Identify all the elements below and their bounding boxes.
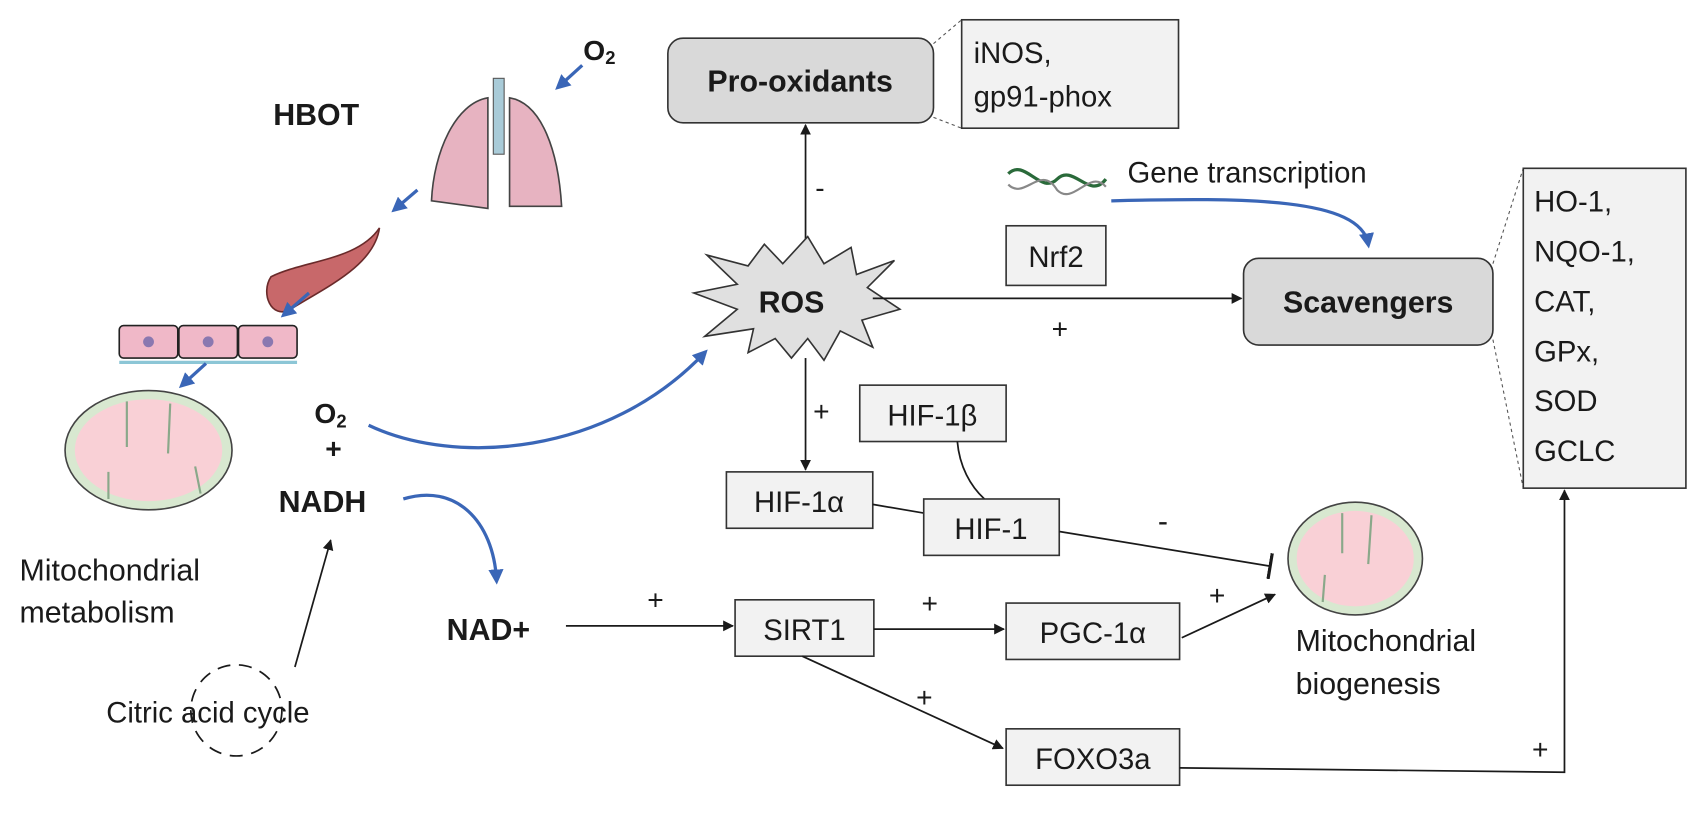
nrf2-box bbox=[1005, 224, 1107, 287]
o2-top-label: O2 bbox=[583, 34, 615, 68]
blood-vessel-icon bbox=[266, 227, 381, 313]
nadh-label: NADH bbox=[279, 486, 367, 519]
sign-plus: + bbox=[1209, 579, 1225, 611]
pro-oxidants-callout bbox=[933, 19, 963, 129]
sirt1-box bbox=[734, 599, 875, 658]
dna-icon bbox=[1007, 168, 1108, 196]
mito-metabolism-label-2: metabolism bbox=[20, 597, 175, 630]
scavengers-list-box bbox=[1522, 167, 1687, 489]
scavenger-item: GCLC bbox=[1534, 436, 1615, 468]
scavengers-callout bbox=[1492, 168, 1524, 489]
mitochondrion-left-icon bbox=[64, 389, 233, 511]
nrf2-label: Nrf2 bbox=[1028, 242, 1083, 274]
gene-transcription-arrow bbox=[1111, 197, 1374, 249]
ros-label: ROS bbox=[759, 287, 825, 320]
plus-label: + bbox=[325, 432, 341, 464]
sign-plus: + bbox=[1532, 733, 1548, 765]
pro-oxidants-box bbox=[667, 37, 935, 124]
o2-to-lungs-arrow bbox=[555, 64, 584, 90]
hif1a-label: HIF-1α bbox=[754, 487, 844, 519]
hif-complex-lines bbox=[872, 441, 986, 514]
sign-plus: + bbox=[922, 587, 938, 619]
hif1-inhibits-biogenesis bbox=[1059, 530, 1274, 580]
hif1a-box bbox=[725, 471, 874, 530]
hif1-label: HIF-1 bbox=[954, 514, 1027, 546]
biogenesis-label: Mitochondrial bbox=[1296, 625, 1476, 658]
gene-transcription-label: Gene transcription bbox=[1128, 157, 1367, 189]
scavenger-item: SOD bbox=[1534, 386, 1597, 418]
hbot-label: HBOT bbox=[273, 99, 359, 132]
hif1b-label: HIF-1β bbox=[887, 400, 977, 432]
sign-plus: + bbox=[1052, 313, 1068, 345]
sirt1-to-foxo3a-arrow bbox=[801, 655, 1004, 750]
mito-metabolism-label: Mitochondrial bbox=[20, 554, 200, 587]
scavenger-item: HO-1, bbox=[1534, 187, 1612, 219]
vessel-to-cells-arrow bbox=[280, 291, 311, 318]
scavenger-item: GPx, bbox=[1534, 336, 1599, 368]
scavenger-item: NQO-1, bbox=[1534, 237, 1635, 269]
citric-cycle-icon bbox=[189, 664, 283, 757]
citric-cycle-label: Citric acid cycle bbox=[106, 697, 309, 729]
pgc1a-label: PGC-1α bbox=[1040, 618, 1146, 650]
o2-to-ros-arrow bbox=[367, 349, 708, 450]
nad-plus-label: NAD+ bbox=[447, 614, 530, 647]
sign-plus: + bbox=[647, 584, 663, 616]
mitochondrion-right-icon bbox=[1287, 501, 1424, 616]
sign-plus: + bbox=[916, 681, 932, 713]
cycle-to-nadh-arrow bbox=[294, 539, 334, 668]
pro-oxidants-label: Pro-oxidants bbox=[707, 65, 892, 98]
cells-to-mito-arrow bbox=[178, 362, 208, 389]
pgc1a-to-biogenesis-arrow bbox=[1181, 593, 1276, 639]
scavengers-label: Scavengers bbox=[1283, 287, 1453, 320]
hif1-box bbox=[922, 498, 1061, 557]
lungs-icon bbox=[430, 77, 563, 210]
ros-starburst bbox=[690, 235, 902, 362]
sign-minus: - bbox=[1158, 506, 1168, 539]
pro-oxidants-list-box bbox=[960, 18, 1180, 130]
scavenger-item: CAT, bbox=[1534, 286, 1595, 318]
sign-plus: + bbox=[813, 395, 829, 427]
cells-icon bbox=[118, 324, 298, 365]
lungs-to-vessel-arrow bbox=[391, 188, 419, 213]
foxo3a-box bbox=[1005, 728, 1181, 787]
nadh-to-nad-arrow bbox=[402, 493, 504, 585]
sign-minus: - bbox=[815, 172, 824, 204]
scavengers-box bbox=[1242, 257, 1494, 346]
foxo3a-label: FOXO3a bbox=[1035, 744, 1151, 776]
hif1b-box bbox=[858, 384, 1007, 443]
sirt1-label: SIRT1 bbox=[763, 615, 845, 647]
o2-mid-label: O2 bbox=[314, 397, 346, 431]
foxo3a-to-scavengers-arrow bbox=[1179, 489, 1570, 774]
pgc1a-box bbox=[1005, 602, 1181, 661]
biogenesis-label-2: biogenesis bbox=[1296, 668, 1441, 701]
pro-oxidant-item: gp91-phox bbox=[974, 82, 1113, 114]
pro-oxidant-item: iNOS, bbox=[974, 38, 1052, 70]
